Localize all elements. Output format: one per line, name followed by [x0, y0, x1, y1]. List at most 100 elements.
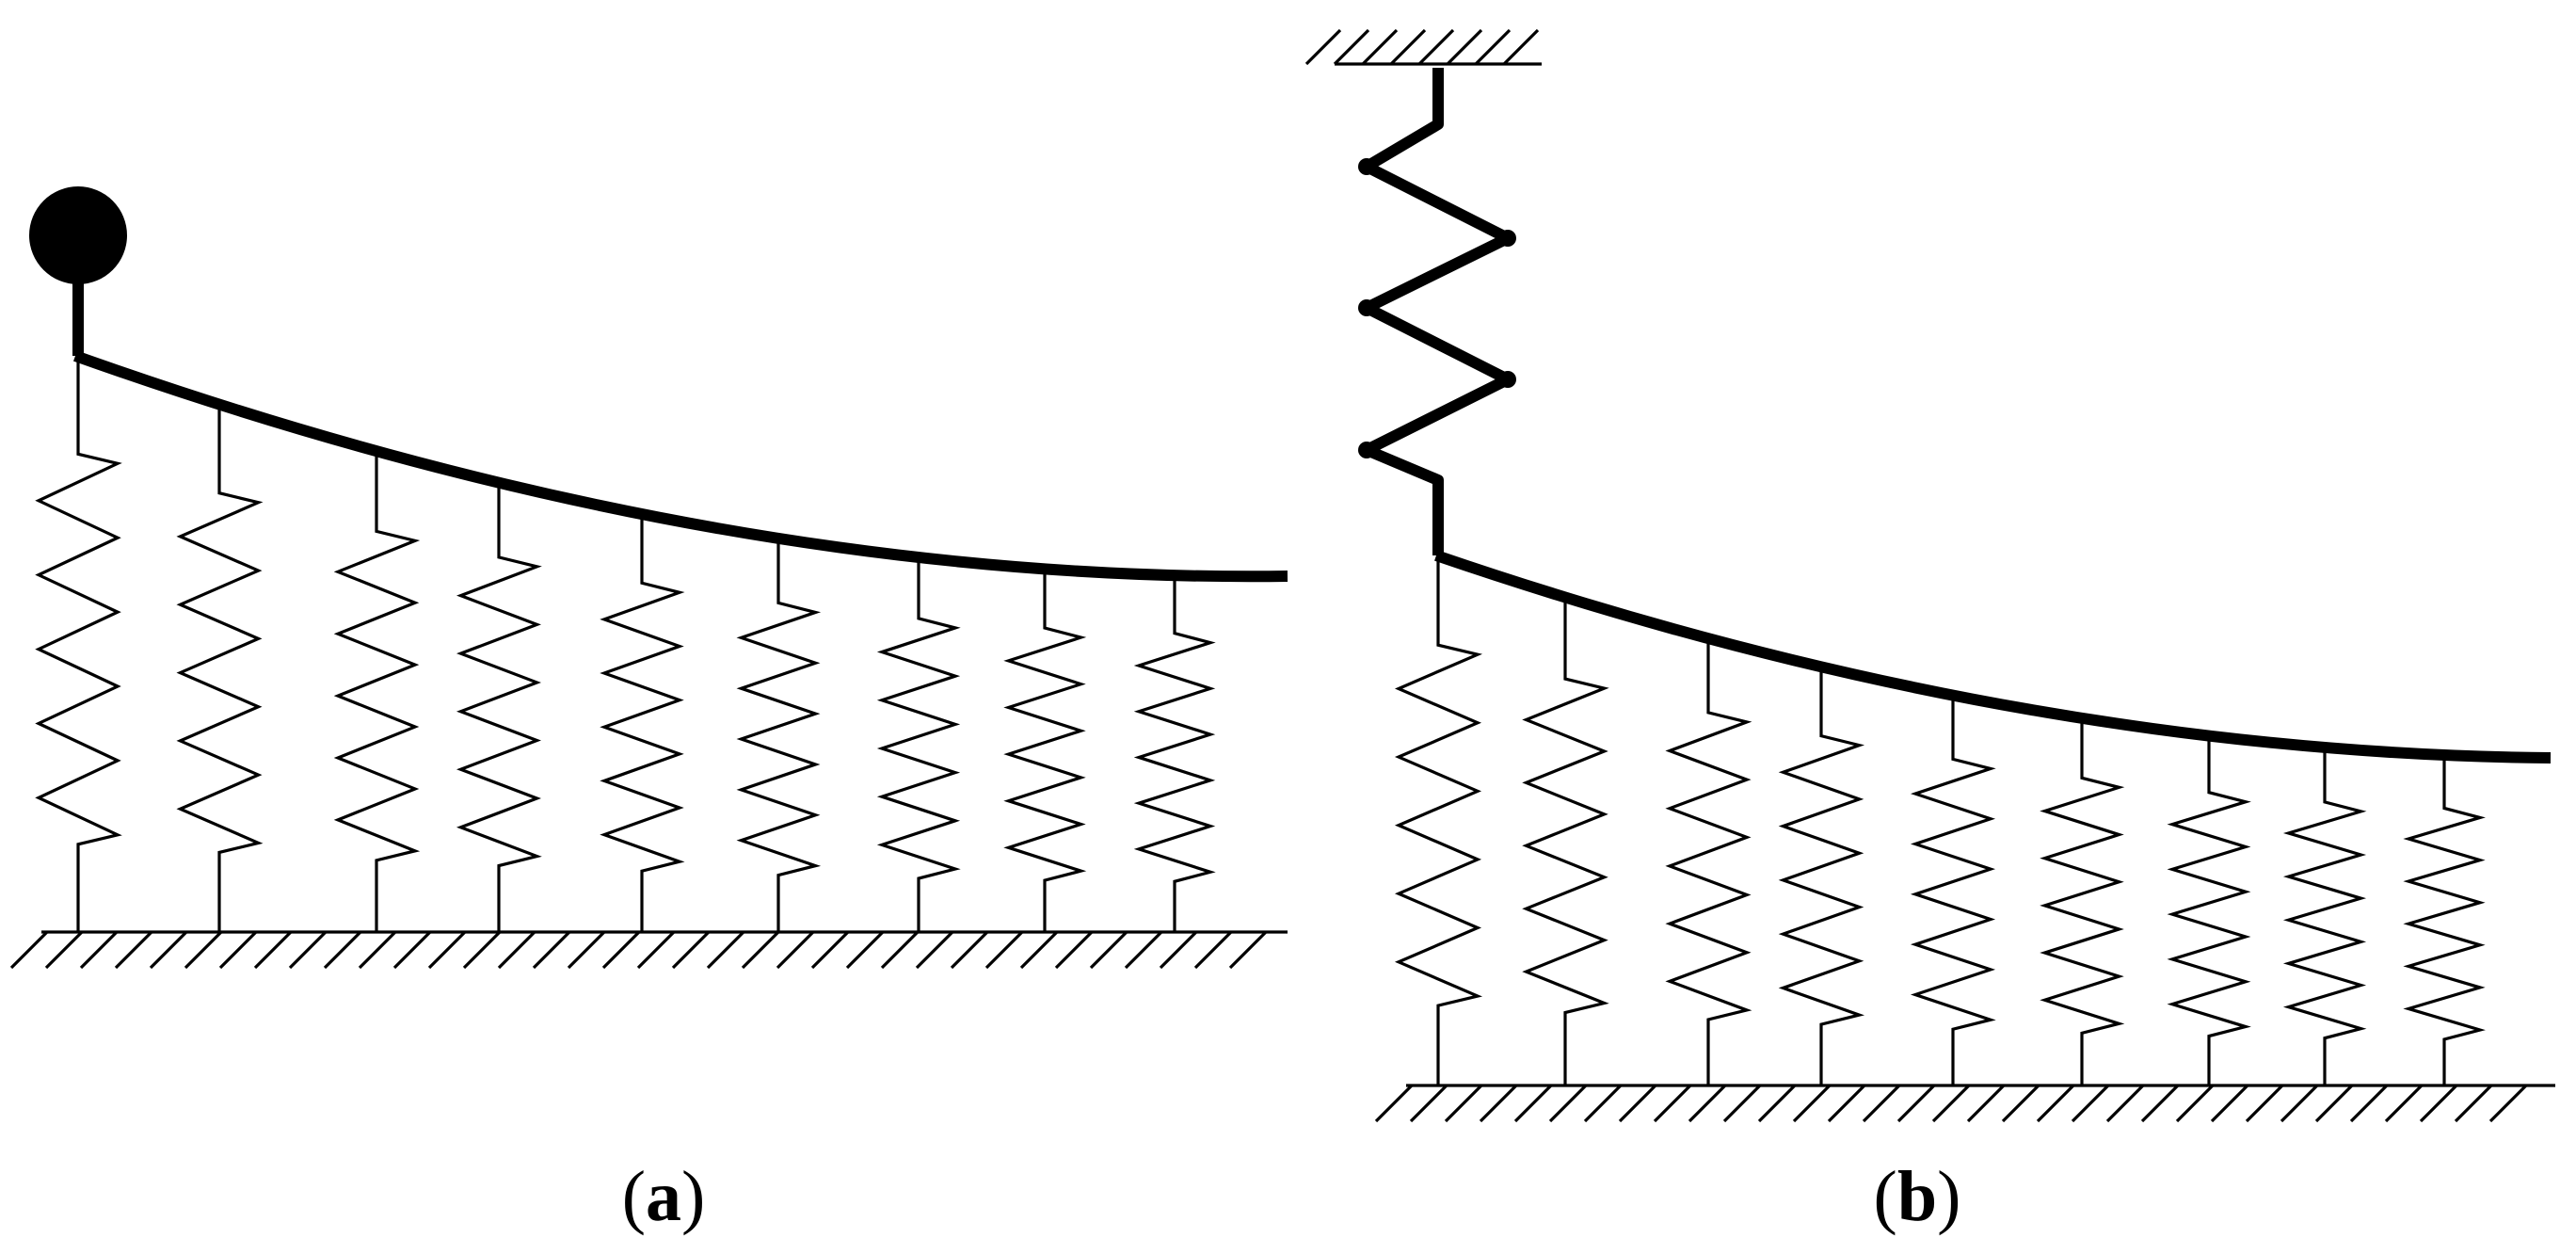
ceiling-b-hatch: [1502, 28, 1540, 66]
ground-a-hatch: [880, 930, 920, 970]
panel-b: (b): [1304, 28, 2555, 1236]
ceiling-b-hatch: [1474, 28, 1512, 66]
beam-b: [1434, 550, 2552, 764]
ground-a-hatch: [1228, 930, 1268, 970]
spring: [600, 518, 685, 932]
ground-b-hatch: [1374, 1084, 1414, 1123]
ground-a: [9, 930, 1288, 970]
ground-a-hatch: [392, 930, 432, 970]
ground-a-hatch: [532, 930, 571, 970]
ground-b-hatch: [2384, 1084, 2424, 1123]
spring: [35, 361, 122, 932]
ground-b-hatch: [1444, 1084, 1483, 1123]
ceiling-b-hatch: [1389, 28, 1427, 66]
ground-b-hatch: [2036, 1084, 2075, 1123]
ground-b-hatch: [1653, 1084, 1692, 1123]
ground-b-hatch: [2001, 1084, 2040, 1123]
spring: [176, 408, 264, 932]
ground-b-hatch: [1827, 1084, 1866, 1123]
spring: [456, 486, 542, 932]
ground-b-hatch: [2105, 1084, 2145, 1123]
ground-a-hatch: [1159, 930, 1198, 970]
ground-a-hatch: [323, 930, 362, 970]
ceiling-b-hatch: [1417, 28, 1455, 66]
ground-a-hatch: [1124, 930, 1163, 970]
spring-joint: [1499, 230, 1516, 247]
ground-b-hatch: [1409, 1084, 1448, 1123]
ground-a-hatch: [1054, 930, 1094, 970]
spring: [1778, 670, 1865, 1085]
ground-b-hatch: [2210, 1084, 2249, 1123]
ground-b-hatch: [2280, 1084, 2319, 1123]
ceiling-b-hatch: [1446, 28, 1483, 66]
spring: [1522, 601, 1609, 1085]
spring: [2040, 721, 2125, 1085]
ground-a-hatch: [114, 930, 153, 970]
ground-b-hatch: [1862, 1084, 1901, 1123]
ground-b: [1374, 1084, 2555, 1123]
spring: [2403, 759, 2486, 1085]
ground-a-hatch: [218, 930, 258, 970]
ground-a-hatch: [671, 930, 711, 970]
spring: [2167, 739, 2251, 1085]
ground-b-hatch: [1513, 1084, 1553, 1123]
top-spring-joints-b: [1358, 158, 1516, 458]
ground-a-hatch: [358, 930, 397, 970]
ground-b-hatch: [2419, 1084, 2458, 1123]
ground-a-hatch: [741, 930, 780, 970]
ball-a: [29, 186, 127, 284]
ground-b-hatch: [2314, 1084, 2354, 1123]
ground-a-hatch: [915, 930, 954, 970]
ground-a-hatch: [810, 930, 850, 970]
ground-b-hatch: [1966, 1084, 2006, 1123]
ground-b-hatch: [2245, 1084, 2284, 1123]
ground-a-hatch: [845, 930, 885, 970]
ground-a-hatch: [1019, 930, 1059, 970]
ceiling-b-hatch: [1361, 28, 1399, 66]
ground-a-hatch: [601, 930, 641, 970]
ground-b-hatch: [2349, 1084, 2389, 1123]
ground-a-hatch: [184, 930, 223, 970]
ground-b-hatch: [2140, 1084, 2180, 1123]
spring-joint: [1358, 158, 1375, 175]
ground-a-hatch: [497, 930, 536, 970]
ground-b-hatch: [1931, 1084, 1971, 1123]
ground-b-hatch: [2488, 1084, 2528, 1123]
spring: [1665, 642, 1752, 1085]
ground-b-hatch: [2454, 1084, 2493, 1123]
spring-joint: [1358, 299, 1375, 316]
ground-b-hatch: [2071, 1084, 2110, 1123]
ground-a-hatch: [9, 930, 49, 970]
spring: [2282, 750, 2367, 1085]
ceiling-b-hatch: [1333, 28, 1370, 66]
ground-b-hatch: [1722, 1084, 1762, 1123]
beam-a: [72, 350, 1288, 583]
ground-a-hatch: [462, 930, 502, 970]
spring: [1394, 559, 1483, 1085]
ground-a-hatch: [567, 930, 606, 970]
ceiling-b-hatch: [1304, 28, 1342, 66]
spring: [876, 561, 961, 932]
ground-a-hatch: [950, 930, 989, 970]
ground-a-hatch: [79, 930, 119, 970]
ceiling-b: [1304, 28, 1542, 66]
ground-b-hatch: [1479, 1084, 1518, 1123]
ground-a-hatch: [1193, 930, 1233, 970]
spring: [333, 455, 421, 932]
ground-b-hatch: [1757, 1084, 1797, 1123]
top-spring-b: [1361, 68, 1513, 555]
ground-a-hatch: [776, 930, 815, 970]
ground-b-hatch: [1548, 1084, 1588, 1123]
caption-b: (b): [1874, 1157, 1961, 1236]
spring-joint: [1499, 371, 1516, 388]
ground-a-hatch: [288, 930, 328, 970]
ground-b-hatch: [1618, 1084, 1657, 1123]
spring: [736, 541, 822, 932]
spring: [1910, 699, 1996, 1085]
ground-a-hatch: [44, 930, 84, 970]
ground-a-hatch: [149, 930, 188, 970]
spring: [1133, 579, 1216, 932]
ground-a-hatch: [984, 930, 1024, 970]
spring-joint: [1358, 442, 1375, 458]
